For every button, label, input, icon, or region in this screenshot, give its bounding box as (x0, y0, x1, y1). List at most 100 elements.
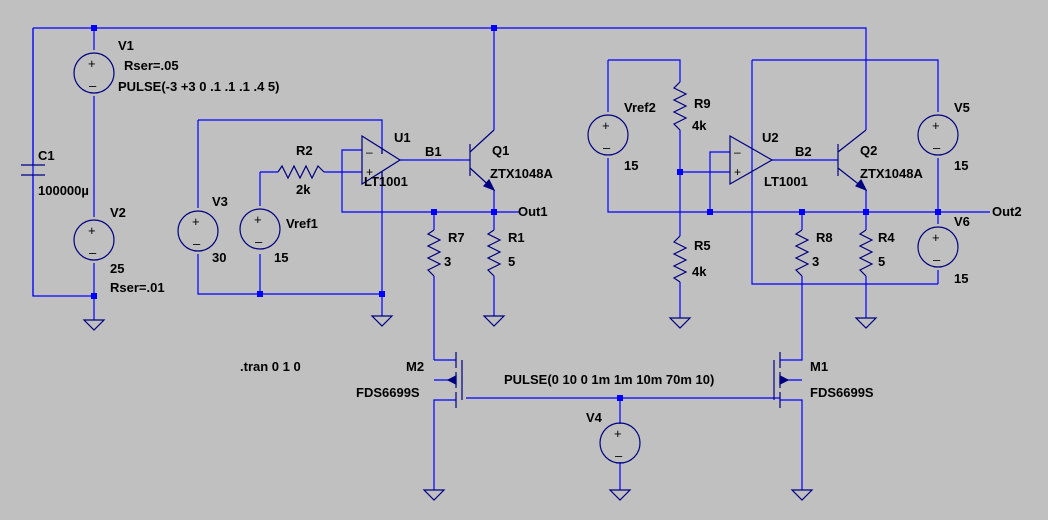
opamp-icon (361, 134, 402, 186)
svg-text:+: + (254, 212, 262, 227)
transistor-Q1[interactable] (469, 129, 496, 192)
opamp-U2[interactable]: – + (729, 134, 774, 186)
mosfet-M2[interactable] (446, 352, 463, 408)
label-R1-value[interactable]: 5 (508, 254, 515, 269)
label-net-out2[interactable]: Out2 (992, 204, 1022, 219)
mosfet-M1[interactable] (773, 352, 790, 408)
source-V6[interactable]: + – (917, 226, 959, 268)
voltage-source-icon (73, 219, 115, 261)
junction-dot (935, 209, 941, 215)
transistor-Q2[interactable] (837, 129, 868, 192)
source-V2[interactable]: + – (73, 219, 115, 261)
label-tran-directive[interactable]: .tran 0 1 0 (240, 359, 301, 374)
ground-symbols (82, 315, 878, 501)
label-Q1-value[interactable]: ZTX1048A (490, 166, 553, 181)
label-Vref2-name[interactable]: Vref2 (624, 100, 656, 115)
label-Vref1-value[interactable]: 15 (274, 250, 288, 265)
voltage-source-icon (917, 114, 959, 156)
label-R8-name[interactable]: R8 (816, 230, 833, 245)
label-R7-name[interactable]: R7 (448, 230, 465, 245)
label-R8-value[interactable]: 3 (812, 254, 819, 269)
label-V6-name[interactable]: V6 (954, 214, 970, 229)
ground-icon (482, 315, 506, 327)
label-V6-value[interactable]: 15 (954, 271, 968, 286)
svg-text:–: – (255, 234, 263, 249)
junction-dot (91, 293, 97, 299)
svg-text:+: + (932, 118, 940, 133)
source-V3[interactable]: + – (177, 210, 219, 252)
label-V4-name[interactable]: V4 (586, 410, 603, 425)
junction-dot (91, 25, 97, 31)
label-Q2-name[interactable]: Q2 (860, 143, 877, 158)
label-U2-name[interactable]: U2 (762, 130, 779, 145)
resistor-R1[interactable] (486, 229, 502, 277)
source-Vref2[interactable]: + – (587, 114, 629, 156)
resistor-R4[interactable] (858, 229, 874, 277)
label-V1-name[interactable]: V1 (118, 38, 134, 53)
label-V3-value[interactable]: 30 (212, 250, 226, 265)
source-Vref1[interactable]: + – (239, 208, 281, 250)
resistor-icon (672, 81, 688, 131)
label-R4-value[interactable]: 5 (878, 254, 885, 269)
label-U1-value[interactable]: LT1001 (364, 174, 408, 189)
label-U1-name[interactable]: U1 (394, 130, 411, 145)
label-R4-name[interactable]: R4 (878, 230, 895, 245)
svg-text:+: + (614, 426, 622, 441)
resistor-icon (672, 235, 688, 283)
capacitor-C1[interactable] (21, 164, 45, 176)
label-net-B2[interactable]: B2 (795, 144, 812, 159)
label-V5-name[interactable]: V5 (954, 100, 970, 115)
label-R9-value[interactable]: 4k (692, 118, 707, 133)
label-V3-name[interactable]: V3 (212, 194, 228, 209)
svg-text:+: + (734, 165, 741, 179)
label-V5-value[interactable]: 15 (954, 158, 968, 173)
svg-text:–: – (734, 145, 741, 159)
label-U2-value[interactable]: LT1001 (764, 174, 808, 189)
label-V2-name[interactable]: V2 (110, 205, 126, 220)
label-R9-name[interactable]: R9 (694, 96, 711, 111)
resistor-R7[interactable] (426, 229, 442, 277)
source-V5[interactable]: + – (917, 114, 959, 156)
label-R2-name[interactable]: R2 (296, 143, 313, 158)
svg-text:–: – (366, 145, 373, 159)
resistor-R5[interactable] (672, 235, 688, 283)
label-Vref1-name[interactable]: Vref1 (286, 216, 318, 231)
label-Q2-value[interactable]: ZTX1048A (860, 166, 923, 181)
label-Vref2-value[interactable]: 15 (624, 158, 638, 173)
label-M2-name[interactable]: M2 (406, 359, 424, 374)
label-Q1-name[interactable]: Q1 (492, 143, 509, 158)
resistor-R9[interactable] (672, 81, 688, 131)
resistor-R2[interactable] (277, 164, 325, 180)
label-R7-value[interactable]: 3 (444, 254, 451, 269)
label-net-out1[interactable]: Out1 (518, 204, 548, 219)
svg-text:–: – (603, 140, 611, 155)
label-V4-pulse[interactable]: PULSE(0 10 0 1m 1m 10m 70m 10) (504, 372, 714, 387)
ground-icon (82, 319, 106, 331)
label-R5-name[interactable]: R5 (694, 238, 711, 253)
voltage-source-icon (177, 210, 219, 252)
ground-icon (422, 489, 446, 501)
label-M2-value[interactable]: FDS6699S (356, 385, 420, 400)
source-V4[interactable]: + – (599, 422, 641, 464)
resistor-icon (486, 229, 502, 277)
label-R1-name[interactable]: R1 (508, 230, 525, 245)
label-M1-value[interactable]: FDS6699S (810, 385, 874, 400)
label-C1-name[interactable]: C1 (38, 148, 55, 163)
junction-dot (863, 209, 869, 215)
opamp-U1[interactable]: – + (361, 134, 402, 186)
label-R5-value[interactable]: 4k (692, 264, 707, 279)
label-V1-rser[interactable]: Rser=.05 (124, 58, 179, 73)
label-C1-value[interactable]: 100000µ (38, 183, 89, 198)
source-V1[interactable]: + – (73, 52, 115, 94)
label-V1-pulse[interactable]: PULSE(-3 +3 0 .1 .1 .1 .4 5) (118, 79, 280, 94)
label-V2-rser[interactable]: Rser=.01 (110, 280, 165, 295)
label-V2-value[interactable]: 25 (110, 261, 124, 276)
label-net-B1[interactable]: B1 (425, 144, 442, 159)
svg-text:–: – (933, 140, 941, 155)
svg-text:–: – (615, 448, 623, 463)
svg-text:–: – (193, 236, 201, 251)
label-M1-name[interactable]: M1 (810, 359, 828, 374)
label-R2-value[interactable]: 2k (296, 182, 311, 197)
resistor-R8[interactable] (794, 229, 810, 277)
